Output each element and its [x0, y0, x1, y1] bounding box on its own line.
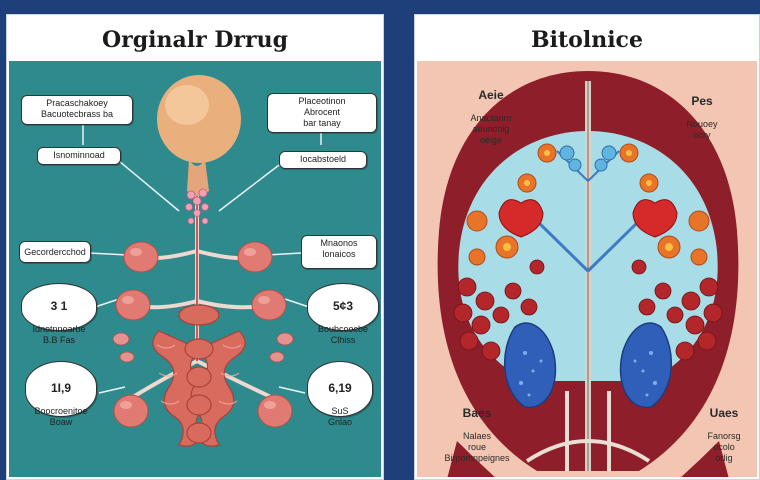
callout-bottom-right-text: SuS Gnlao	[327, 406, 353, 427]
right-panel-title: Bitolnice	[531, 27, 643, 53]
kidney-illustration	[437, 71, 739, 477]
label-bottom-left: Baes Nalaes roue Birpomnpeignes	[437, 395, 517, 464]
callout-low-right-text: Boubcoocbe Clhiss	[317, 324, 369, 345]
callout-low-right-number: 5¢3	[332, 299, 354, 313]
left-diagram: Pracaschakoey Bacuotecbrass ba Isnominno…	[9, 61, 381, 477]
label-bottom-right-text: Fanorsg ocolo orlig	[707, 431, 741, 463]
label-top-right-head: Pes	[691, 94, 713, 108]
callout-bottom-right-number: 6,19	[328, 381, 352, 395]
callout-low-left: 3 1 Idnotnnoarbe B.B Fas	[21, 283, 97, 345]
right-panel: Bitolnice	[414, 14, 760, 480]
blue-cores	[503, 322, 673, 408]
intestines-shape	[152, 304, 246, 447]
callout-mid-right: Mnaonos lonaicos	[301, 235, 377, 269]
callout-bottom-right: 6,19 SuS Gnlao	[307, 361, 373, 427]
label-bottom-left-head: Baes	[462, 406, 492, 420]
callout-top-right-a: Placeotinon Abrocent bar tanay	[267, 93, 377, 133]
left-panel-title: Orginalr Drrug	[102, 27, 288, 53]
label-bottom-left-text: Nalaes roue Birpomnpeignes	[444, 431, 510, 463]
label-top-right-text: Nouoey ocry	[686, 119, 718, 140]
label-top-left: Aeie Anactanrn aeuncoig oeige	[461, 77, 521, 146]
left-panel: Orginalr Drrug	[6, 14, 384, 480]
callout-mid-left: Gecordercchod	[19, 241, 91, 263]
callout-top-left-b: Isnominnoad	[37, 147, 121, 165]
red-cell-clusters	[453, 259, 723, 361]
callout-top-right-b: Iocabstoeld	[279, 151, 367, 169]
digestive-illustration	[82, 75, 322, 447]
callout-bottom-left-text: Boocroenitoe Boaw	[34, 406, 88, 427]
callout-low-left-number: 3 1	[50, 299, 68, 313]
label-bottom-right-head: Uaes	[709, 406, 739, 420]
callout-bottom-left: 1I,9 Boocroenitoe Boaw	[25, 361, 97, 427]
callout-top-left-a: Pracaschakoey Bacuotecbrass ba	[21, 95, 133, 125]
label-bottom-right: Uaes Fanorsg ocolo orlig	[695, 395, 753, 464]
label-top-right: Pes Nouoey ocry	[673, 83, 731, 141]
label-top-left-text: Anactanrn aeuncoig oeige	[470, 113, 512, 145]
stomach-shape	[157, 75, 241, 196]
callout-low-right: 5¢3 Boubcoocbe Clhiss	[307, 283, 379, 345]
right-diagram: Aeie Anactanrn aeuncoig oeige Pes Nouoey…	[417, 61, 757, 477]
callout-bottom-left-number: 1I,9	[50, 381, 71, 395]
callout-low-left-text: Idnotnnoarbe B.B Fas	[32, 324, 86, 345]
label-top-left-head: Aeie	[478, 88, 504, 102]
